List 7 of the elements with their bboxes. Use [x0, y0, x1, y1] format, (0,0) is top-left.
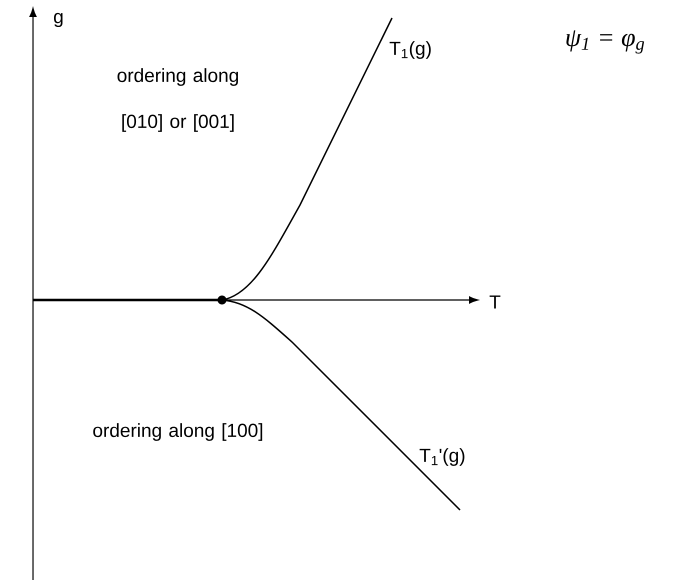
axis-label: T — [490, 295, 500, 309]
curve-label: T$_{1}$(g) — [390, 41, 431, 59]
curve-label: T$_{1}$'(g) — [420, 448, 464, 466]
region-label: ordering along [010] or [001] — [118, 68, 238, 132]
region-label: ordering along [100] — [93, 423, 262, 441]
axis-label: g — [54, 12, 63, 28]
formula-label: ψ$_{1}$ = φ$_{g}$ — [566, 30, 644, 54]
